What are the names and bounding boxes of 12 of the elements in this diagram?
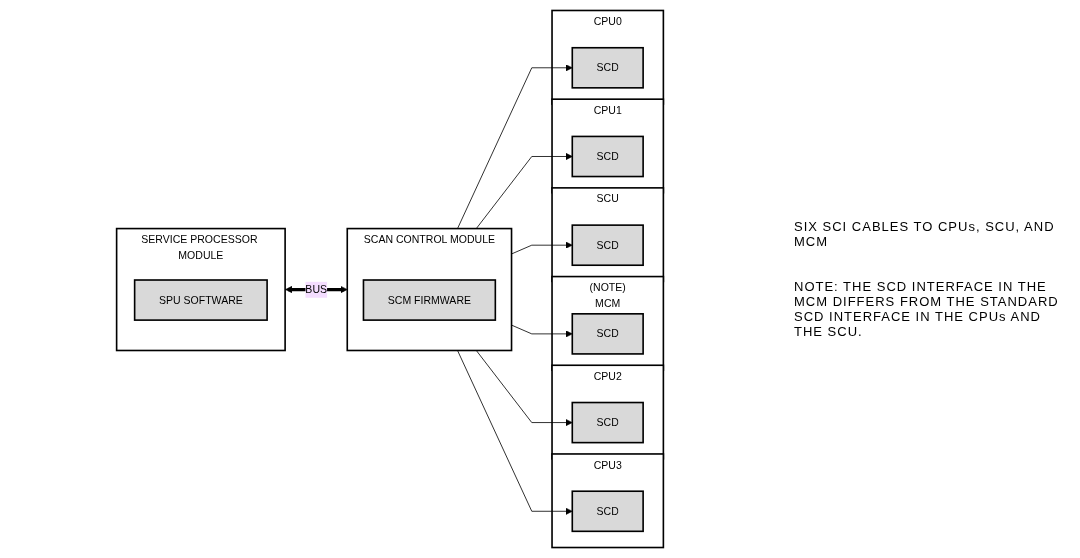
node-box: SCD — [571, 46, 644, 89]
node-box: SPU SOFTWARE — [133, 279, 268, 321]
note-text: SIX SCI CABLES TO CPUs, SCU, AND MCM — [794, 219, 1056, 249]
node-box: SCD — [571, 224, 644, 267]
note-text: NOTE: THE SCD INTERFACE IN THE MCM DIFFERS FROM THE STANDARD SCD INTERFACE IN THE CPUs AND THE SCU. — [794, 279, 1060, 339]
node-box: SCM FIRMWARE — [362, 279, 497, 321]
node-box: SCD — [571, 313, 644, 355]
node-box: SCD — [571, 135, 644, 178]
node-label: (NOTE) — [589, 281, 626, 294]
edge-label: BUS — [305, 283, 328, 296]
node-box: SCD — [571, 401, 644, 444]
node-box: SCD — [571, 490, 644, 533]
